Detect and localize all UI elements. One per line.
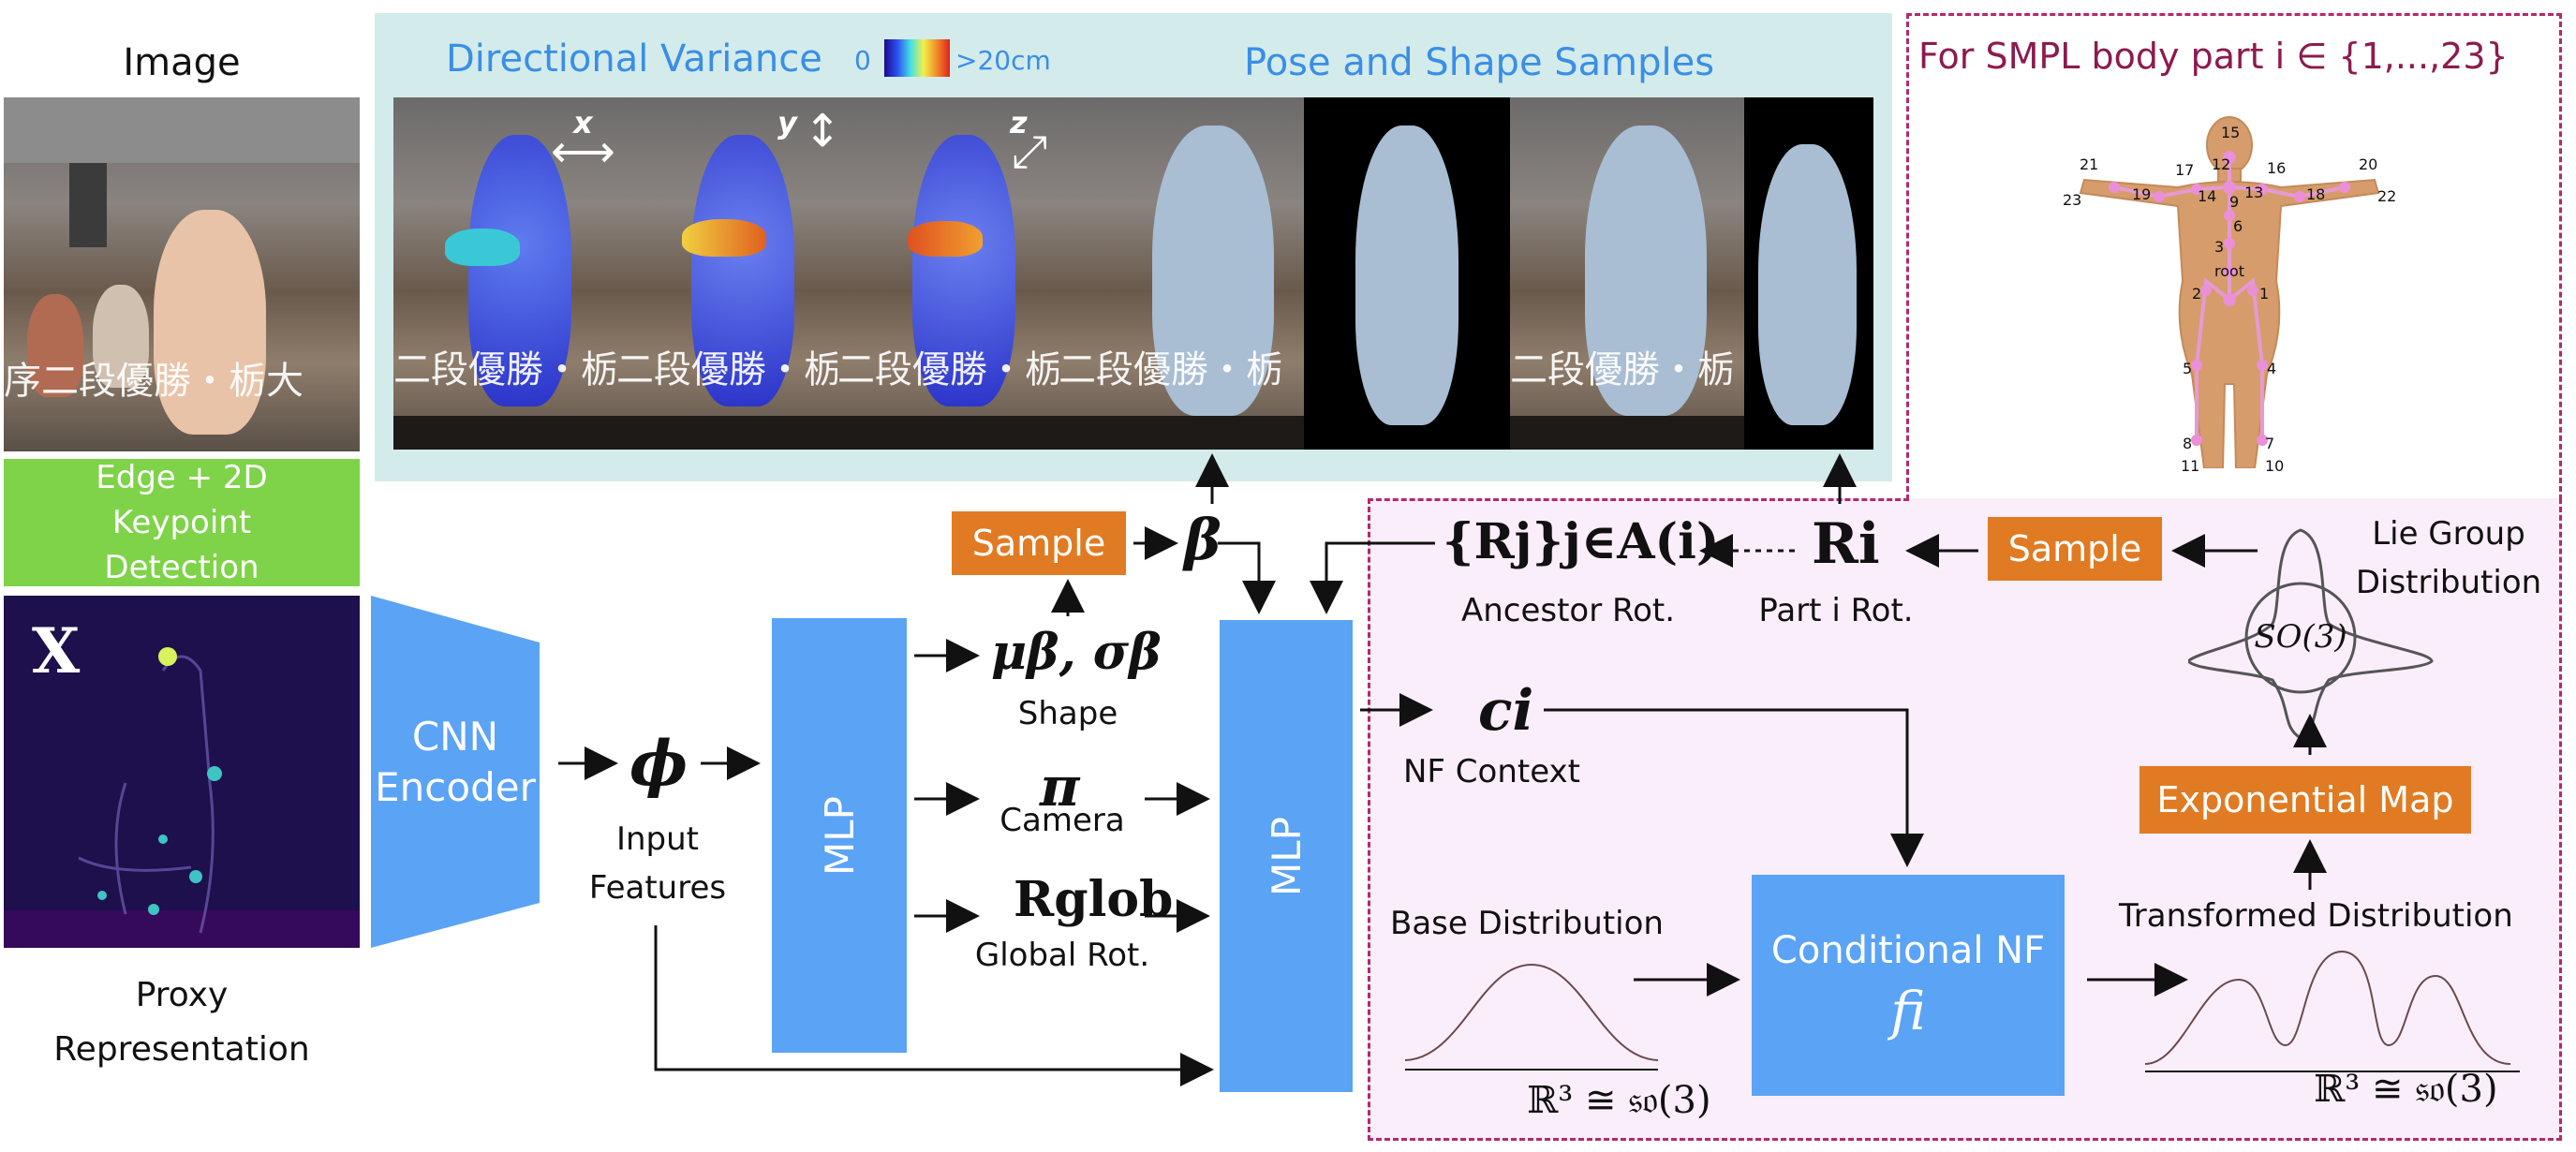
camera-label: Camera: [999, 802, 1125, 839]
base-distribution-curve: [1405, 963, 1658, 1071]
transformed-distribution-curve: [2145, 950, 2520, 1072]
input-features-label: Input Features: [588, 820, 727, 907]
axis-label-x: x: [573, 105, 593, 140]
pose-shape-title: Pose and Shape Samples: [1244, 41, 1715, 84]
colorbar-min: 0: [854, 45, 871, 76]
joint-5: 5: [2183, 360, 2193, 377]
joint-14: 14: [2198, 187, 2217, 205]
r3-right-label: ℝ³ ≅ 𝔰𝔬(3): [2314, 1068, 2498, 1111]
input-image: 序二段優勝・栃大: [4, 97, 360, 451]
mlp-block-2-label: MLP: [1263, 816, 1310, 896]
axis-label-z: z: [1010, 105, 1028, 140]
r3-left-label: ℝ³ ≅ 𝔰𝔬(3): [1527, 1079, 1711, 1122]
so3-label: SO(3): [2254, 618, 2347, 656]
sample-overlay-text-2: 二段優勝・栃: [1510, 348, 1735, 391]
joint-16: 16: [2267, 159, 2287, 177]
sample-button-right: Sample: [1988, 517, 2162, 581]
flow-region-top-border: [1368, 498, 1909, 501]
joint-1: 1: [2259, 285, 2270, 303]
pose-sample-overlay-2: 二段優勝・栃: [1510, 97, 1744, 450]
mu-sigma-symbol: μβ, σβ: [991, 624, 1162, 681]
joint-15: 15: [2221, 124, 2241, 141]
arrow-x-icon: ⟷: [551, 126, 615, 178]
joint-root: root: [2214, 262, 2245, 280]
arrow-z-icon: ⤢: [1012, 126, 1048, 178]
proxy-representation-image: X: [4, 596, 360, 948]
base-distribution-label: Base Distribution: [1390, 905, 1664, 942]
joint-9: 9: [2229, 193, 2240, 211]
edge-keypoint-box: Edge + 2D Keypoint Detection: [4, 459, 360, 586]
pose-sample-overlay-1: 二段優勝・栃: [1059, 97, 1304, 450]
sample-button-left: Sample: [952, 511, 1126, 575]
smpl-body-figure: [2079, 116, 2380, 468]
shape-label: Shape: [1017, 695, 1118, 732]
part-rot-label: Part i Rot.: [1758, 592, 1914, 629]
pose-sample-render-2: [1744, 97, 1873, 450]
colorbar: [884, 39, 950, 77]
ci-symbol: ci: [1478, 678, 1534, 744]
cnn-encoder-shape: [371, 596, 540, 948]
joint-3: 3: [2214, 238, 2225, 256]
axis-label-y: y: [777, 105, 797, 140]
joint-4: 4: [2267, 360, 2277, 377]
proxy-label: Proxy Representation: [53, 976, 310, 1069]
joint-22: 22: [2377, 187, 2397, 205]
variance-overlay-text-1: 二段優勝・栃: [393, 348, 616, 391]
ri-symbol: Ri: [1812, 511, 1880, 577]
lie-group-label: Lie Group Distribution: [2355, 515, 2542, 601]
global-rot-label: Global Rot.: [974, 937, 1150, 974]
nf-context-label: NF Context: [1403, 753, 1580, 790]
beta-symbol: β: [1184, 508, 1221, 573]
joint-13: 13: [2244, 184, 2264, 201]
phi-symbol: ϕ: [629, 727, 688, 800]
joint-18: 18: [2306, 185, 2326, 203]
variance-overlay-text-3: 二段優勝・栃: [837, 348, 1059, 391]
joint-19: 19: [2132, 185, 2152, 203]
mlp-block-1-label: MLP: [816, 795, 863, 876]
variance-image-y: 二段優勝・栃 y ↕: [616, 97, 837, 450]
joint-7: 7: [2265, 435, 2275, 452]
pi-symbol: π: [1040, 755, 1080, 819]
cnn-encoder-label: CNN Encoder: [375, 714, 536, 810]
joint-20: 20: [2359, 155, 2378, 173]
arrow-y-icon: ↕: [804, 105, 837, 157]
joint-10: 10: [2265, 457, 2285, 475]
conditional-nf-box: Conditional NF fi: [1752, 875, 2065, 1096]
x-symbol: X: [32, 614, 81, 687]
variance-image-x: 二段優勝・栃 x ⟷: [393, 97, 616, 450]
ancestor-rot-symbol: {Rj}j∈A(i): [1443, 513, 1720, 570]
variance-overlay-text-2: 二段優勝・栃: [616, 348, 837, 391]
joint-11: 11: [2181, 457, 2200, 475]
image-title: Image: [123, 41, 241, 84]
joint-8: 8: [2183, 435, 2193, 452]
conditional-nf-label: Conditional NF: [1770, 928, 2046, 972]
colorbar-max: >20cm: [955, 45, 1051, 76]
rglob-symbol: Rglob: [1014, 871, 1174, 928]
joint-17: 17: [2175, 161, 2195, 179]
mlp-block-1: MLP: [772, 618, 907, 1053]
exponential-map-box: Exponential Map: [2139, 766, 2471, 834]
directional-variance-title: Directional Variance: [446, 37, 822, 81]
image-overlay-text: 序二段優勝・栃大: [4, 360, 303, 403]
joint-23: 23: [2063, 191, 2082, 209]
mlp-block-2: MLP: [1220, 620, 1353, 1092]
smpl-panel-border: [1906, 13, 2562, 500]
fi-symbol: fi: [1890, 981, 1926, 1042]
sample-overlay-text-1: 二段優勝・栃: [1059, 348, 1283, 391]
variance-image-z: 二段優勝・栃 z ⤢: [837, 97, 1059, 450]
joint-2: 2: [2192, 285, 2202, 303]
joint-6: 6: [2233, 217, 2243, 235]
joint-12: 12: [2212, 155, 2231, 173]
joint-21: 21: [2080, 155, 2099, 173]
transformed-distribution-label: Transformed Distribution: [2119, 897, 2513, 935]
smpl-panel-title: For SMPL body part i ∈ {1,...,23}: [1918, 36, 2509, 77]
pose-sample-render-1: [1304, 97, 1510, 450]
edge-keypoint-label: Edge + 2D Keypoint Detection: [96, 459, 268, 586]
ancestor-rot-label: Ancestor Rot.: [1460, 592, 1676, 629]
